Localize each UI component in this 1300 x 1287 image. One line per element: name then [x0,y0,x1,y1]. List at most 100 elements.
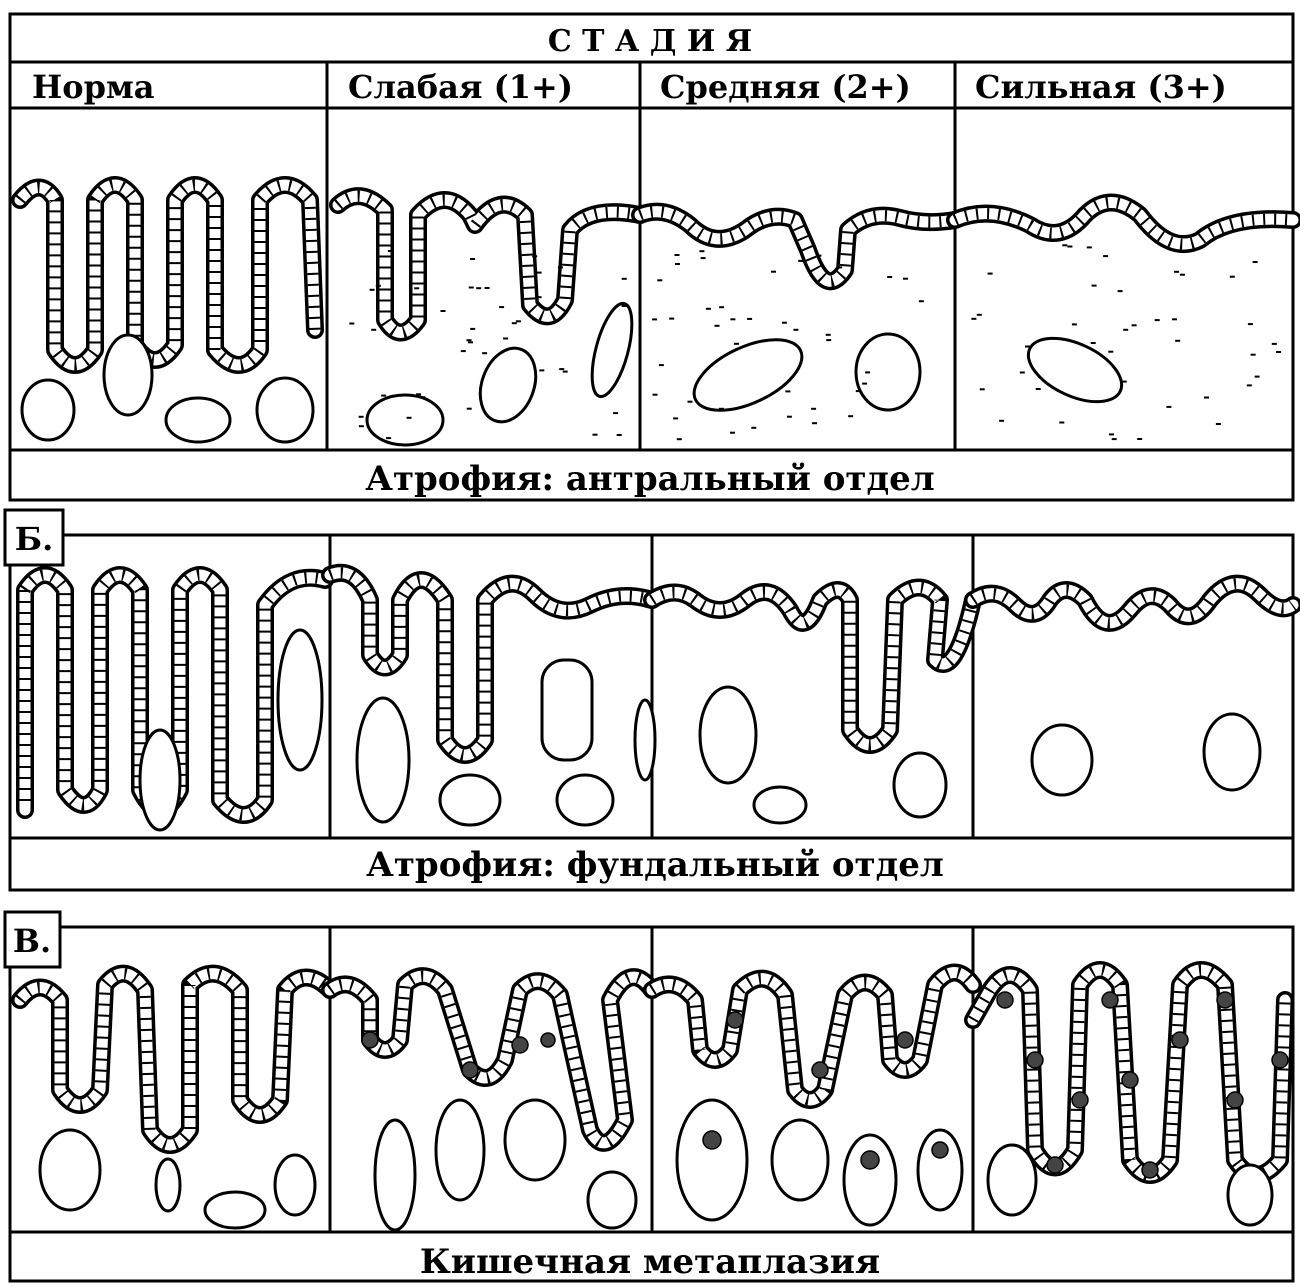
stroma-speck [751,427,756,429]
stroma-speck [919,300,924,302]
stroma-speck [1132,324,1137,326]
stroma-speck [816,255,821,257]
stroma-speck [653,394,658,396]
stroma-speck [1175,340,1180,342]
stroma-speck [512,322,517,324]
stroma-speck [798,260,803,262]
caption-intestinal-metaplasia: Кишечная метаплазия [420,1242,880,1282]
stroma-speck [1251,354,1256,356]
stroma-speck [675,263,680,265]
stroma-speck [977,314,982,316]
stroma-speck [476,287,481,289]
stroma-speck [539,369,544,371]
stroma-speck [787,416,792,418]
stroma-speck [370,289,375,291]
stroma-speck [622,305,627,307]
stroma-speck [826,339,831,341]
stroma-speck [848,415,853,417]
stroma-speck [617,434,622,436]
stroma-speck [659,364,664,366]
stroma-speck [1172,318,1177,320]
stroma-speck [441,310,446,312]
stroma-speck [688,401,693,403]
stroma-speck [865,371,870,373]
stroma-speck [468,341,473,343]
stroma-speck [1204,397,1209,399]
stroma-speck [371,329,376,331]
stroma-speck [499,306,504,308]
stroma-speck [516,320,521,322]
stroma-speck [1166,406,1171,408]
stroma-speck [485,287,490,289]
stroma-speck [1087,246,1092,248]
stroma-speck [701,257,706,259]
stroma-speck [677,438,682,440]
stroma-speck [826,334,831,336]
stroma-speck [1272,343,1277,345]
stroma-speck [386,437,391,439]
stroma-speck [675,254,680,256]
stroma-speck [414,287,419,289]
stroma-speck [673,417,678,419]
stroma-speck [1276,351,1281,353]
stroma-speck [1062,244,1067,246]
stroma-speck [469,287,474,289]
stroma-speck [407,417,412,419]
stroma-speck [622,278,627,280]
stroma-speck [793,329,798,331]
stroma-speck [730,318,735,320]
stroma-speck [862,383,867,385]
stroma-speck [719,306,724,308]
stage-label-severe: Сильная (3+) [975,68,1227,106]
stroma-speck [730,432,735,434]
stroma-speck [1103,255,1108,257]
stroma-speck [1109,433,1114,435]
stroma-speck [782,322,787,324]
stroma-speck [416,393,421,395]
stroma-speck [376,285,381,287]
stroma-speck [558,266,563,268]
stage-label-mild: Слабая (1+) [348,68,573,106]
stroma-speck [785,390,790,392]
stroma-speck [503,338,508,340]
stroma-speck [657,279,662,281]
stroma-speck [669,318,674,320]
stroma-speck [613,412,618,414]
stroma-speck [771,271,776,273]
stroma-speck [988,273,993,275]
stroma-speck [593,434,598,436]
stroma-speck [381,395,386,397]
stroma-speck [699,250,704,252]
stroma-speck [537,272,542,274]
panel-label-c: В. [13,922,51,960]
stroma-speck [1020,372,1025,374]
stroma-speck [532,255,537,257]
stroma-speck [837,266,842,268]
stroma-speck [1247,384,1252,386]
stroma-speck [999,420,1004,422]
stroma-speck [1180,274,1185,276]
stroma-speck [903,278,908,280]
stroma-speck [1155,319,1160,321]
panel-label-b: Б. [15,520,53,558]
stroma-speck [461,350,466,352]
stroma-speck [1122,381,1127,383]
stroma-speck [715,325,720,327]
stroma-speck [719,408,724,410]
stroma-speck [482,352,487,354]
stroma-speck [470,258,475,260]
stroma-speck [1174,271,1179,273]
stroma-speck [706,308,711,310]
stroma-speck [812,422,817,424]
caption-antral-atrophy: Атрофия: антральный отдел [365,459,934,499]
stroma-speck [1123,329,1128,331]
stage-label-moderate: Средняя (2+) [660,68,911,106]
stroma-speck [971,318,976,320]
panel-intestinal-metaplasia: В. [5,912,1293,1282]
stroma-speck [349,323,354,325]
stroma-speck [856,390,861,392]
stroma-speck [467,408,472,410]
stroma-speck [1108,351,1113,353]
stroma-speck [563,371,568,373]
